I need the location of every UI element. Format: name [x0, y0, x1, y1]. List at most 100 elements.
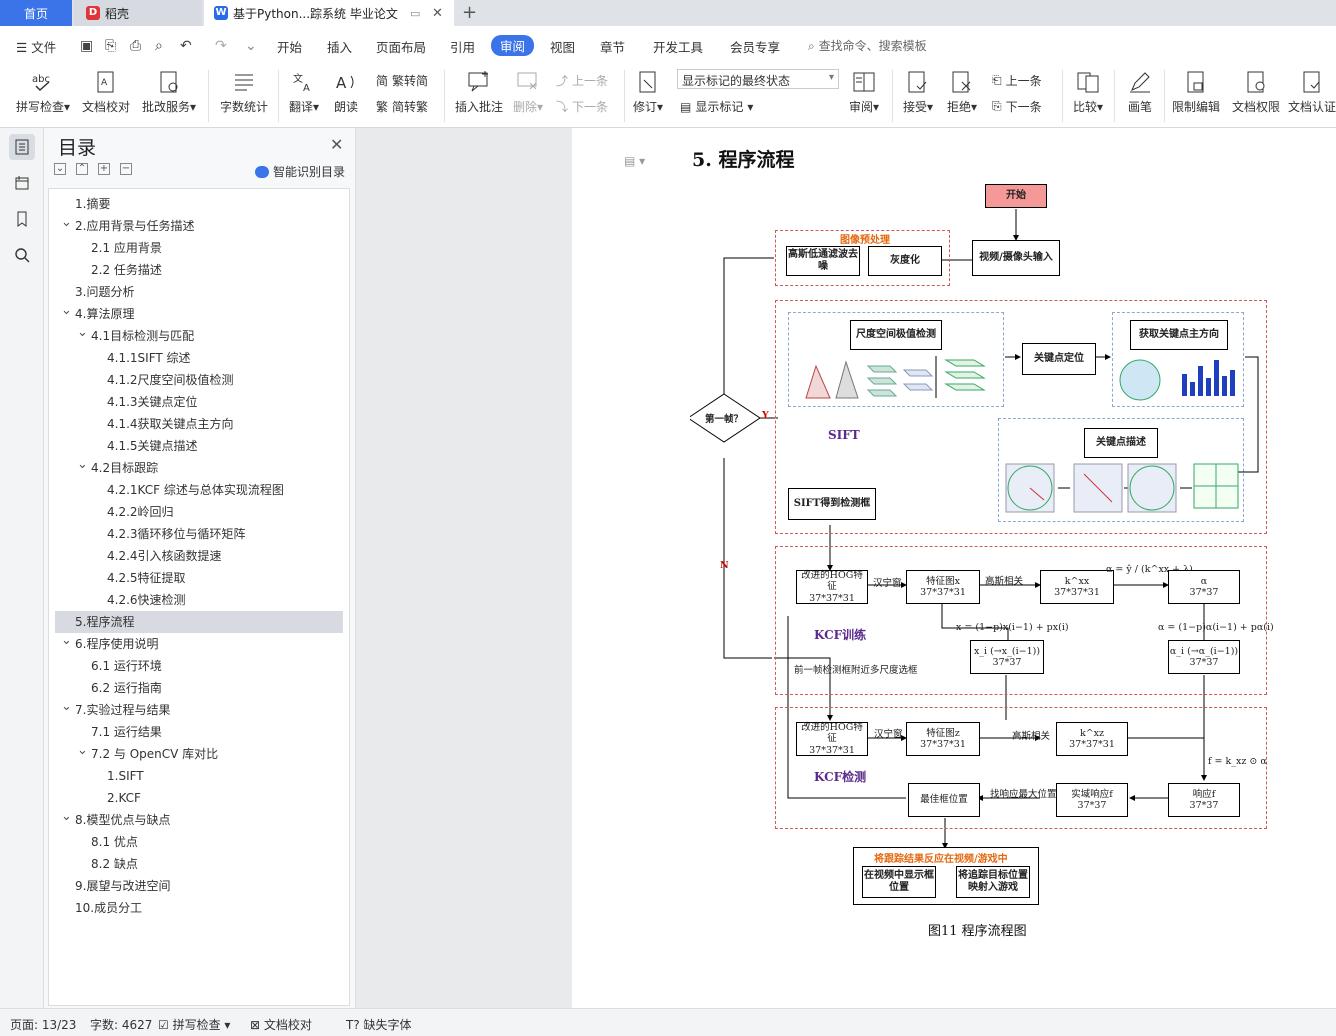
status-missing-font[interactable]: T? 缺失字体 — [346, 1016, 412, 1033]
toc-item[interactable]: 3.问题分析 — [49, 281, 349, 303]
spellcheck-button[interactable]: abc 拼写检查▾ — [12, 70, 74, 115]
batch-service-button[interactable]: 批改服务▾ — [140, 70, 198, 115]
menu-review[interactable]: 审阅 — [491, 35, 535, 56]
toc-item[interactable]: 4.2.6快速检测 — [49, 589, 349, 611]
undo-icon[interactable]: ↶ — [180, 38, 192, 54]
toc-item[interactable]: 4.2.4引入核函数提速 — [49, 545, 349, 567]
new-tab-icon[interactable]: + — [462, 2, 478, 23]
toc-item[interactable]: 4.2.5特征提取 — [49, 567, 349, 589]
print-icon[interactable]: ⎙ — [130, 38, 142, 54]
doc-auth-button[interactable]: 文档认证 — [1288, 70, 1336, 115]
toc-item[interactable]: ⌄4.1目标检测与匹配 — [49, 325, 349, 347]
toc-item[interactable]: 4.1.3关键点定位 — [49, 391, 349, 413]
menu-start[interactable]: 开始 — [277, 40, 303, 55]
tab-pin-icon[interactable]: ▭ — [410, 6, 421, 20]
read-aloud-button[interactable]: A 朗读 — [330, 70, 362, 115]
toc-item[interactable]: ⌄8.模型优点与缺点 — [49, 809, 349, 831]
prev-comment-button[interactable]: ⤴上一条 — [556, 72, 608, 89]
toc-item[interactable]: 6.1 运行环境 — [49, 655, 349, 677]
toc-item[interactable]: 1.SIFT — [49, 765, 349, 787]
menu-view[interactable]: 视图 — [550, 40, 576, 55]
chevron-down-icon[interactable]: ⌄ — [77, 325, 88, 340]
redo-icon[interactable]: ↷ — [215, 38, 227, 54]
next-comment-button[interactable]: ⤵下一条 — [556, 98, 608, 115]
chevron-down-icon[interactable]: ⌄ — [61, 699, 72, 714]
toc-item[interactable]: ⌄2.应用背景与任务描述 — [49, 215, 349, 237]
chevron-down-icon[interactable]: ⌄ — [61, 303, 72, 318]
toc-item[interactable]: 2.KCF — [49, 787, 349, 809]
toc-item[interactable]: 2.2 任务描述 — [49, 259, 349, 281]
chevron-down-icon[interactable]: ⌄ — [77, 743, 88, 758]
toc-item[interactable]: 4.2.3循环移位与循环矩阵 — [49, 523, 349, 545]
toc-item[interactable]: 8.1 优点 — [49, 831, 349, 853]
toc-item[interactable]: 6.2 运行指南 — [49, 677, 349, 699]
file-menu[interactable]: ☰ 文件 — [16, 40, 57, 55]
status-spellcheck[interactable]: ☑ 拼写检查 ▾ — [158, 1018, 231, 1032]
chapter-nav-icon[interactable] — [9, 170, 35, 196]
close-icon[interactable]: ✕ — [330, 135, 344, 154]
menu-member[interactable]: 会员专享 — [730, 40, 781, 55]
menu-references[interactable]: 引用 — [450, 40, 476, 55]
track-changes-button[interactable]: 修订▾ — [630, 70, 666, 115]
review-pane-button[interactable]: 审阅▾ — [846, 70, 882, 115]
toc-item[interactable]: 10.成员分工 — [49, 897, 349, 919]
toc-item[interactable]: 8.2 缺点 — [49, 853, 349, 875]
restrict-edit-button[interactable]: 限制编辑 — [1170, 70, 1222, 115]
collapse-all-icon[interactable]: ⌄ — [54, 163, 66, 175]
chevron-down-icon[interactable]: ⌄ — [61, 809, 72, 824]
smart-toc-button[interactable]: 智能识别目录 — [255, 163, 345, 180]
menu-chapter[interactable]: 章节 — [600, 40, 626, 55]
toc-item[interactable]: 4.1.5关键点描述 — [49, 435, 349, 457]
toc-item[interactable]: ⌄7.实验过程与结果 — [49, 699, 349, 721]
tab-document[interactable]: W 基于Python...踪系统 毕业论文 ▭ ✕ — [204, 0, 454, 26]
toc-item[interactable]: 2.1 应用背景 — [49, 237, 349, 259]
toc-item[interactable]: 5.程序流程 — [55, 611, 343, 633]
compare-button[interactable]: 比较▾ — [1070, 70, 1106, 115]
pen-button[interactable]: 画笔 — [1122, 70, 1158, 115]
toc-item[interactable]: ⌄4.算法原理 — [49, 303, 349, 325]
trad-to-simp-button[interactable]: 简繁转简 — [376, 72, 428, 89]
toc-item[interactable]: 4.2.2岭回归 — [49, 501, 349, 523]
menu-developer[interactable]: 开发工具 — [653, 40, 704, 55]
insert-comment-button[interactable]: 插入批注 — [452, 70, 506, 115]
menu-insert[interactable]: 插入 — [327, 40, 353, 55]
next-change-button[interactable]: ⎘下一条 — [992, 98, 1042, 115]
toc-item[interactable]: 4.2.1KCF 综述与总体实现流程图 — [49, 479, 349, 501]
save-icon[interactable]: ▣ — [80, 38, 94, 54]
markup-state-select[interactable]: 显示标记的最终状态 — [677, 69, 839, 89]
print-preview-icon[interactable]: ⌕ — [155, 38, 163, 54]
status-page[interactable]: 页面: 13/23 — [10, 1018, 77, 1032]
toc-item[interactable]: 7.1 运行结果 — [49, 721, 349, 743]
doc-proof-button[interactable]: A 文档校对 — [80, 70, 132, 115]
expand-all-icon[interactable]: ⌃ — [76, 163, 88, 175]
delete-comment-button[interactable]: 删除▾ — [510, 70, 546, 115]
toc-item[interactable]: ⌄6.程序使用说明 — [49, 633, 349, 655]
toc-item[interactable]: ⌄7.2 与 OpenCV 库对比 — [49, 743, 349, 765]
remove-heading-icon[interactable]: − — [120, 163, 132, 175]
toc-item[interactable]: 4.1.2尺度空间极值检测 — [49, 369, 349, 391]
prev-change-button[interactable]: ⎗上一条 — [992, 72, 1042, 89]
show-markup-button[interactable]: ▤显示标记▾ — [680, 99, 754, 115]
tab-close-icon[interactable]: ✕ — [432, 5, 443, 21]
word-count-button[interactable]: 字数统计 — [218, 70, 270, 115]
toc-item[interactable]: ⌄4.2目标跟踪 — [49, 457, 349, 479]
status-doc-proof[interactable]: ⊠ 文档校对 — [250, 1016, 312, 1033]
toc-item[interactable]: 4.1.4获取关键点主方向 — [49, 413, 349, 435]
chevron-down-icon[interactable]: ⌄ — [77, 457, 88, 472]
menu-page-layout[interactable]: 页面布局 — [376, 40, 427, 55]
accept-button[interactable]: 接受▾ — [900, 70, 936, 115]
tab-home[interactable]: 首页 — [0, 0, 72, 26]
simp-to-trad-button[interactable]: 繁简转繁 — [376, 98, 428, 115]
toc-panel-icon[interactable] — [9, 134, 35, 160]
status-word-count[interactable]: 字数: 4627 — [90, 1018, 153, 1032]
doc-rights-button[interactable]: 文档权限 — [1230, 70, 1282, 115]
paragraph-options-icon[interactable]: ▤ ▾ — [624, 154, 646, 168]
more-icon[interactable]: ⌄ — [245, 38, 257, 54]
toc-item[interactable]: 1.摘要 — [49, 193, 349, 215]
tab-daoke[interactable]: D 稻壳 — [74, 0, 202, 26]
command-search[interactable]: ⌕ 查找命令、搜索模板 — [808, 37, 927, 54]
toc-item[interactable]: 9.展望与改进空间 — [49, 875, 349, 897]
add-heading-icon[interactable]: + — [98, 163, 110, 175]
export-pdf-icon[interactable]: ⎘ — [105, 38, 117, 54]
